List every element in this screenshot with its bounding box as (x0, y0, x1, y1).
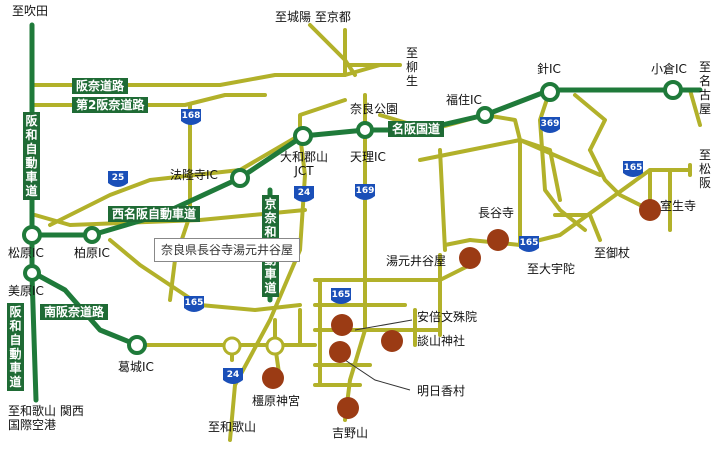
route-shield-icon (355, 184, 375, 200)
destination-info-box: 奈良県長谷寺湯元井谷屋 (154, 238, 301, 262)
minami-hanna-road-sign: 南阪奈道路 (40, 304, 109, 320)
label-ogura-ic: 小倉IC (651, 62, 687, 76)
label-mihara-ic: 美原IC (8, 284, 44, 298)
label-katsuragi-ic: 葛城IC (118, 360, 154, 374)
route-165-number: 165 (331, 290, 351, 300)
route-24-number: 24 (297, 188, 311, 198)
label-wakayama: 至和歌山 (208, 420, 257, 434)
hanwa-expressway-sign-lower: 阪和自動車道 (7, 303, 24, 391)
route-165-shield-mid: 165 (518, 235, 540, 255)
route-24-shield-south: 24 (222, 367, 244, 387)
route-168-number: 168 (181, 111, 201, 121)
label-matsusaka: 至松阪 (698, 148, 711, 190)
route-shield-icon (223, 368, 243, 384)
label-abe-monjuin: 安倍文殊院 (417, 310, 478, 324)
route-25-number: 25 (111, 173, 125, 183)
nishi-meihan-expressway-sign: 西名阪自動車道 (108, 206, 201, 222)
label-yamato-koriyama-jct: 大和郡山JCT (280, 150, 329, 178)
label-kashiwara-ic: 柏原IC (74, 246, 110, 260)
label-asuka-mura: 明日香村 (417, 384, 466, 398)
leader-lines (344, 319, 413, 391)
label-horyuji-ic: 法隆寺IC (170, 168, 218, 182)
route-shield-icon (181, 109, 201, 125)
label-nara-koen: 奈良公園 (350, 102, 399, 116)
spots (262, 199, 661, 419)
interchanges (22, 80, 683, 356)
label-mitsue: 至御杖 (594, 246, 631, 260)
label-tenri-ic: 天理IC (350, 150, 386, 164)
route-169-number: 169 (355, 186, 375, 196)
label-suita: 至吹田 (12, 4, 49, 18)
route-369-number: 369 (540, 119, 560, 129)
route-25-shield: 25 (107, 170, 129, 190)
route-shield-icon (519, 236, 539, 252)
route-shield-icon (540, 117, 560, 133)
label-tanzan-jinja: 談山神社 (417, 334, 466, 348)
route-168-shield: 168 (180, 108, 202, 128)
route-shield-icon (184, 296, 204, 312)
route-shield-icon (294, 186, 314, 202)
label-fukusumi-ic: 福住IC (446, 93, 482, 107)
route-169-shield: 169 (354, 183, 376, 203)
label-yumoto-itaniya: 湯元井谷屋 (386, 254, 447, 268)
meihan-kokudo-sign: 名阪国道 (388, 121, 445, 137)
label-yagyu: 至柳生 (405, 46, 418, 88)
label-yoshino-yama: 吉野山 (332, 426, 369, 440)
route-shield-icon (331, 288, 351, 304)
label-matsubara-ic: 松原IC (8, 246, 44, 260)
dai2-hanna-road-sign: 第2阪奈道路 (72, 97, 149, 113)
label-nagoya: 至名古屋 (698, 60, 711, 116)
route-165-number: 165 (519, 238, 539, 248)
route-24-shield-north: 24 (293, 185, 315, 205)
hanwa-expressway-sign-upper: 阪和自動車道 (23, 112, 40, 200)
route-shield-icon (108, 171, 128, 187)
route-165-shield-east: 165 (622, 160, 644, 180)
route-165-number: 165 (623, 163, 643, 173)
route-165-shield-west: 165 (183, 295, 205, 315)
label-hasedera: 長谷寺 (478, 206, 515, 220)
label-kyoto: 至城陽 至京都 (275, 10, 351, 24)
label-wakayama-kix: 至和歌山 関西国際空港 (8, 404, 84, 432)
route-165-shield-central: 165 (330, 287, 352, 307)
label-kashihara-jingu: 橿原神宮 (252, 394, 301, 408)
route-24-number: 24 (226, 370, 240, 380)
label-hari-ic: 針IC (537, 62, 561, 76)
label-ouda: 至大宇陀 (527, 262, 576, 276)
label-murouji: 室生寺 (660, 199, 697, 213)
general-roads (30, 23, 702, 442)
hanna-road-sign: 阪奈道路 (72, 78, 129, 94)
route-shield-icon (623, 161, 643, 177)
route-369-shield: 369 (539, 116, 561, 136)
route-165-number: 165 (184, 298, 204, 308)
